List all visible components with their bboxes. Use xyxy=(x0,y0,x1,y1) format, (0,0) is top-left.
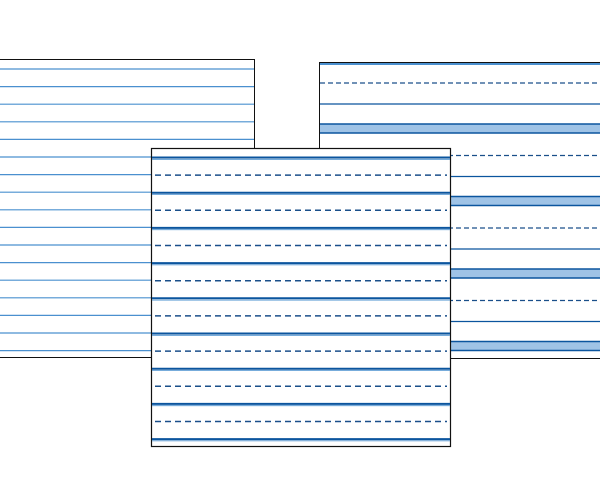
shaded-band xyxy=(320,196,600,206)
shaded-band xyxy=(320,269,600,278)
shaded-band xyxy=(320,341,600,351)
sheet-handwriting-paper-dashed xyxy=(150,147,452,448)
shaded-band xyxy=(320,124,600,133)
